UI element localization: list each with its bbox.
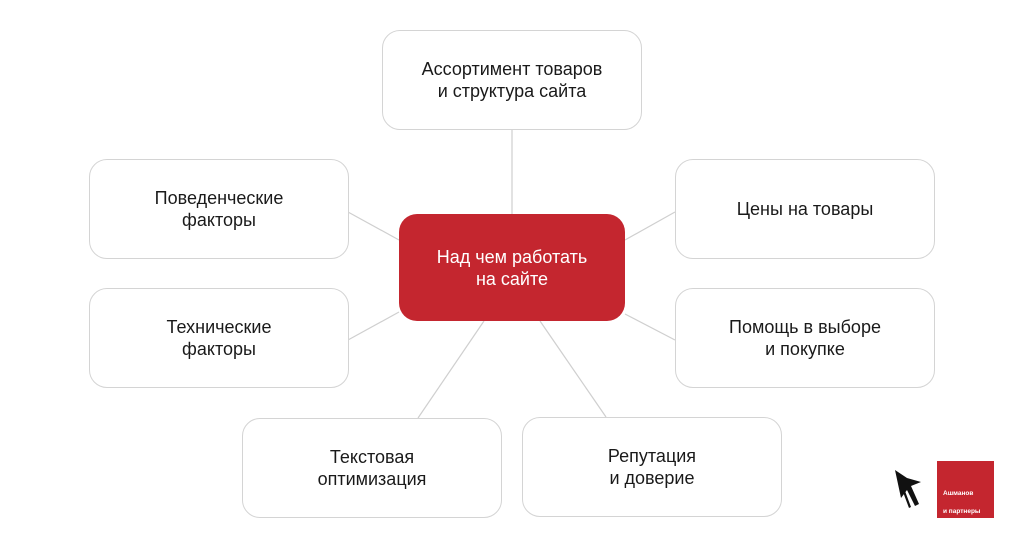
brand-logo-box: Ашманов и партнеры <box>937 461 994 518</box>
node-help-label: Помощь в выборе и покупке <box>729 317 881 359</box>
node-reputation: Репутация и доверие <box>522 417 782 517</box>
node-prices-label: Цены на товары <box>736 199 874 219</box>
connector-prices <box>624 211 676 241</box>
node-text-label: Текстовая оптимизация <box>317 447 427 489</box>
connector-text <box>417 320 485 419</box>
node-behavior-label: Поведенческие факторы <box>154 188 284 230</box>
node-technical: Технические факторы <box>89 288 349 388</box>
connector-help <box>624 313 676 341</box>
cursor-letter-a-icon <box>895 470 921 508</box>
connector-behavior <box>347 211 400 241</box>
node-help: Помощь в выборе и покупке <box>675 288 935 388</box>
node-assortment-label: Ассортимент товаров и структура сайта <box>421 59 603 101</box>
node-technical-label: Технические факторы <box>166 317 272 359</box>
center-node: Над чем работать на сайте <box>399 214 625 321</box>
center-node-label: Над чем работать на сайте <box>436 246 588 289</box>
node-reputation-label: Репутация и доверие <box>607 446 697 488</box>
node-prices: Цены на товары <box>675 159 935 259</box>
node-assortment: Ассортимент товаров и структура сайта <box>382 30 642 130</box>
brand-logo-text: Ашманов и партнеры <box>943 490 981 515</box>
connector-reputation <box>539 320 607 418</box>
connector-technical <box>347 311 400 341</box>
node-text: Текстовая оптимизация <box>242 418 502 518</box>
node-behavior: Поведенческие факторы <box>89 159 349 259</box>
